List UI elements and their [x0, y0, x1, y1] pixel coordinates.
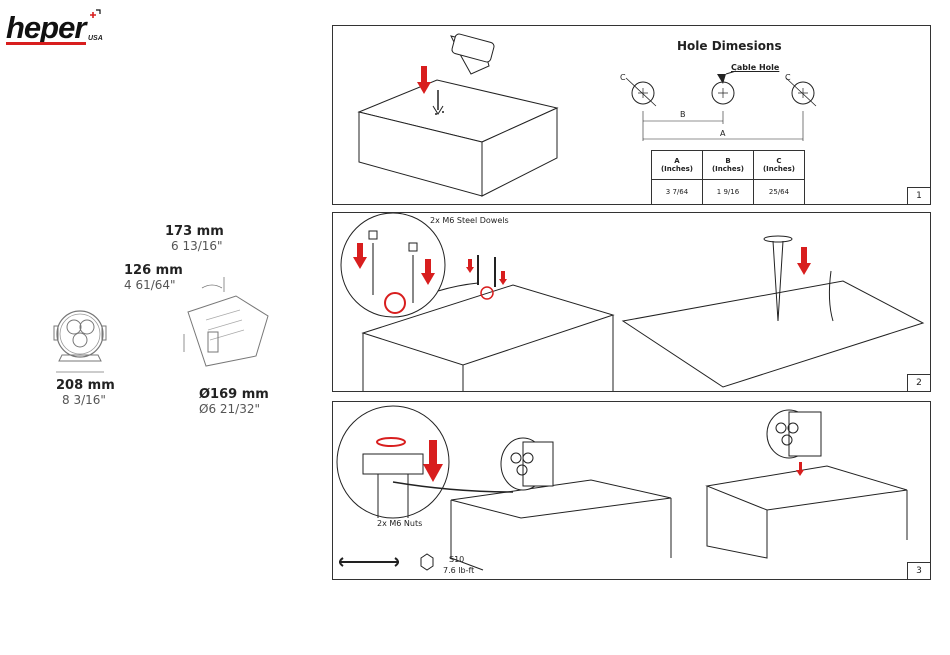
diameter-imperial: Ø6 21/32" — [199, 402, 269, 416]
width-imperial: 8 3/16" — [62, 393, 115, 407]
table-row: 3 7/64 1 9/16 25/64 — [652, 180, 805, 205]
table-header: A(Inches) — [652, 151, 703, 180]
table-header-row: A(Inches) B(Inches) C(Inches) — [652, 151, 805, 180]
table-cell: 1 9/16 — [703, 180, 754, 205]
height-metric: 173 mm — [165, 224, 224, 239]
dim-c-left-label: C — [620, 73, 626, 82]
svg-text:heper: heper — [6, 10, 88, 45]
step-number: 2 — [907, 374, 930, 391]
depth-dimension: 126 mm 4 61/64" — [124, 263, 183, 292]
depth-metric: 126 mm — [124, 263, 183, 278]
step-1-illustration — [333, 26, 930, 204]
wrench-size-label: S10 — [449, 555, 464, 564]
torque-label: 7.6 lb-ft — [443, 566, 474, 575]
table-cell: 3 7/64 — [652, 180, 703, 205]
table-header: C(Inches) — [754, 151, 805, 180]
nuts-label: 2x M6 Nuts — [377, 519, 422, 528]
height-dimension: 173 mm 6 13/16" — [165, 224, 224, 253]
front-view-drawing — [40, 300, 130, 375]
dim-b-label: B — [680, 110, 686, 119]
cable-hole-label: Cable Hole — [731, 63, 779, 72]
step-3-illustration — [333, 402, 930, 579]
heper-logo: heper USA — [6, 8, 116, 48]
hole-dimensions-title: Hole Dimesions — [677, 39, 782, 53]
logo-sub: USA — [88, 35, 103, 42]
table-cell: 25/64 — [754, 180, 805, 205]
width-dimension: 208 mm 8 3/16" — [56, 378, 115, 407]
table-header: B(Inches) — [703, 151, 754, 180]
step-2-panel: 2x M6 Steel Dowels 2 — [332, 212, 931, 392]
hole-dimensions-table: A(Inches) B(Inches) C(Inches) 3 7/64 1 9… — [651, 150, 805, 205]
width-metric: 208 mm — [56, 378, 115, 393]
diameter-metric: Ø169 mm — [199, 387, 269, 402]
side-view-drawing — [178, 272, 278, 382]
step-1-panel: Hole Dimesions Cable Hole C C B A A(Inch… — [332, 25, 931, 205]
diameter-dimension: Ø169 mm Ø6 21/32" — [199, 387, 269, 416]
dim-a-label: A — [720, 129, 725, 138]
step-3-panel: 2x M6 Nuts S10 7.6 lb-ft 3 — [332, 401, 931, 580]
step-number: 3 — [907, 562, 930, 579]
height-imperial: 6 13/16" — [171, 239, 224, 253]
depth-imperial: 4 61/64" — [124, 278, 183, 292]
dim-c-right-label: C — [785, 73, 791, 82]
step-number: 1 — [907, 187, 930, 204]
step-2-illustration — [333, 213, 930, 391]
dowels-label: 2x M6 Steel Dowels — [430, 216, 509, 225]
